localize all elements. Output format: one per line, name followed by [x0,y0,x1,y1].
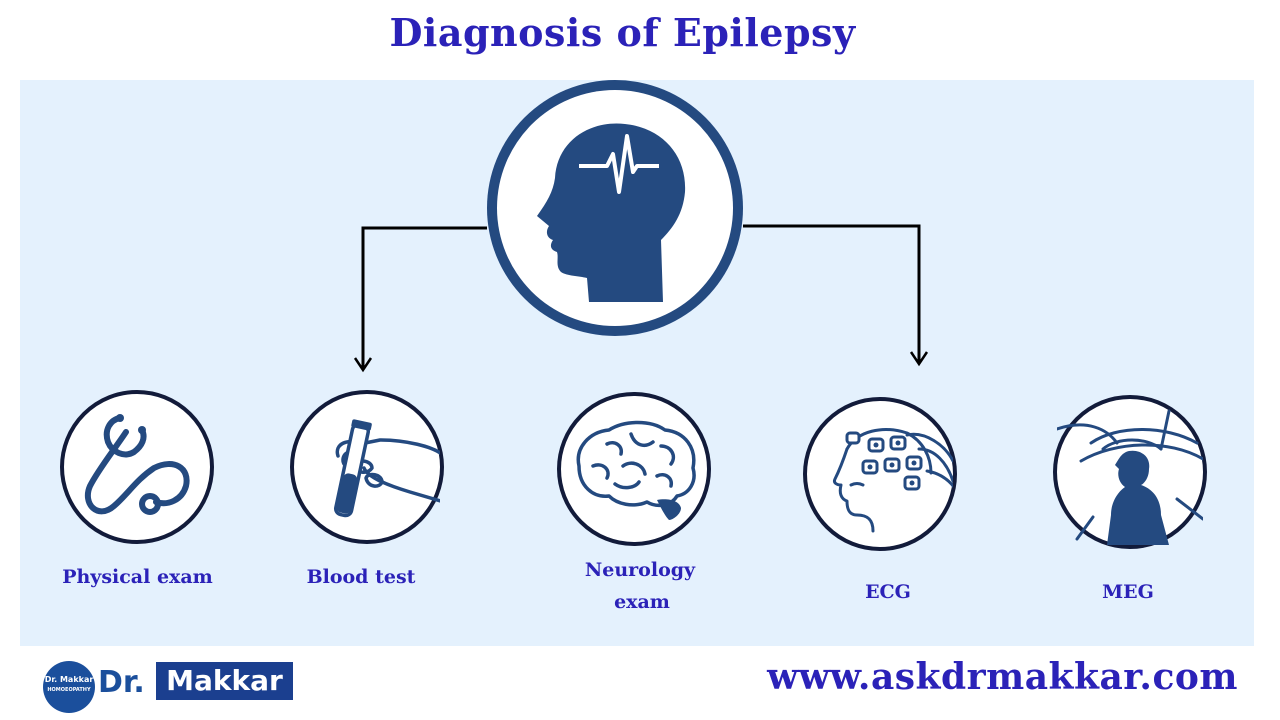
brain-icon [576,420,696,520]
right-connector-line [743,224,921,362]
neurology-exam-label-line2: exam [614,591,670,613]
meg-label: MEG [1102,581,1154,603]
center-head-circle [487,80,743,336]
blood-test-tube-icon [333,419,440,518]
ecg-label: ECG [865,581,911,603]
ecg-circle [803,397,957,551]
logo-badge: Dr. Makkar HOMOEOPATHY [43,661,95,713]
logo-badge-line1: Dr. Makkar [44,675,94,684]
stethoscope-icon [85,414,190,515]
blood-test-circle [290,390,444,544]
physical-exam-circle [60,390,214,544]
meg-circle [1053,395,1207,549]
head-with-brainwave-icon [537,123,686,302]
logo-badge-line2: HOMOEOPATHY [47,687,91,693]
neurology-exam-circle [557,392,711,546]
neurology-exam-label-line1: Neurology [584,559,696,581]
left-connector-line [361,226,487,368]
logo-dr-text: Dr. [98,665,145,700]
meg-scanner-icon [1057,409,1203,545]
right-arrowhead-icon [909,351,929,367]
eeg-electrodes-head-icon [833,428,953,533]
website-url: www.askdrmakkar.com [767,656,1238,698]
page-title: Diagnosis of Epilepsy [389,10,856,55]
logo-name-text: Makkar [156,662,293,700]
blood-test-label: Blood test [306,566,416,588]
left-arrowhead-icon [353,357,373,373]
physical-exam-label: Physical exam [62,566,213,588]
